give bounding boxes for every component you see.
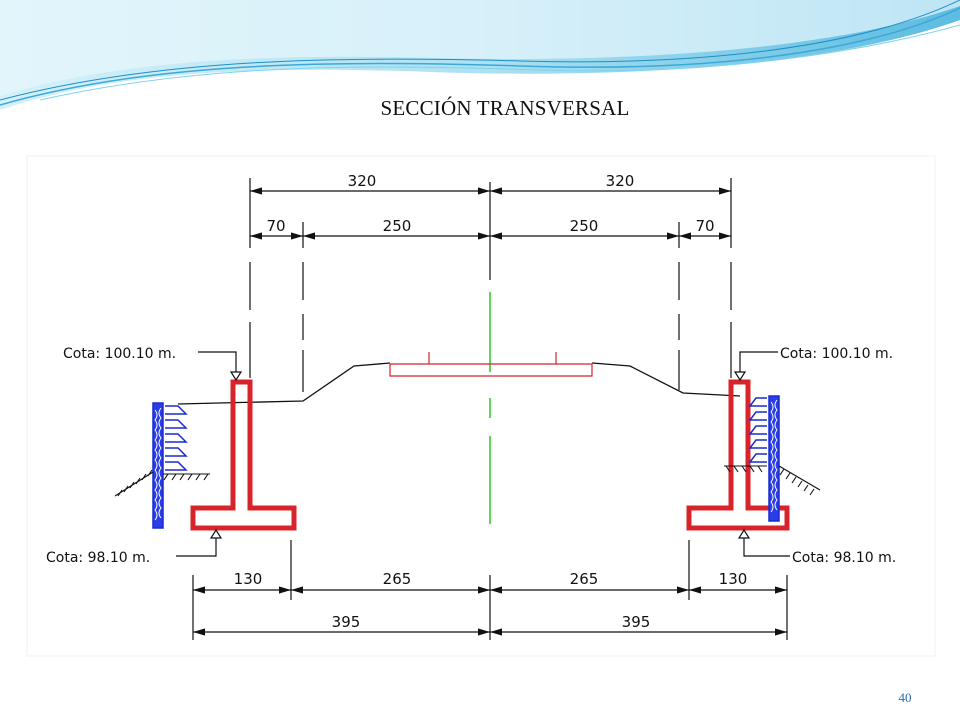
dim-total-right: 395	[622, 613, 651, 631]
dim-bottom-inner-right: 265	[570, 570, 599, 588]
elevation-top-left-marker	[198, 351, 243, 382]
page-number: 40	[898, 690, 912, 705]
dim-top-shoulder-left: 70	[266, 217, 285, 235]
elevation-bottom-left-marker	[176, 528, 223, 557]
left-gabion-steps	[165, 405, 188, 471]
left-retaining-wall	[190, 379, 297, 531]
dim-top-half-left: 320	[348, 172, 377, 190]
elevation-bottom-right-marker	[737, 528, 790, 557]
top-dimensions	[250, 187, 731, 240]
reference-lines	[192, 178, 788, 640]
left-terrain	[114, 469, 210, 497]
right-gabion-steps	[748, 397, 767, 463]
left-gabion	[152, 402, 188, 529]
right-gabion	[748, 395, 780, 522]
elevation-bottom-right: Cota: 98.10 m.	[792, 550, 896, 566]
elevation-top-right-marker	[733, 351, 778, 382]
dim-bottom-toe-right: 130	[719, 570, 748, 588]
dim-top-lane-left: 250	[383, 217, 412, 235]
ground-profile	[177, 362, 741, 405]
dim-top-half-right: 320	[606, 172, 635, 190]
right-terrain	[724, 465, 821, 496]
elevation-top-right: Cota: 100.10 m.	[780, 346, 893, 362]
dim-total-left: 395	[332, 613, 361, 631]
bottom-dimensions	[193, 575, 787, 640]
dim-bottom-toe-left: 130	[234, 570, 263, 588]
top-wave-decoration	[0, 0, 960, 110]
dim-top-shoulder-right: 70	[695, 217, 714, 235]
dim-top-lane-right: 250	[570, 217, 599, 235]
road-pavement	[389, 352, 593, 377]
slide-title: SECCIÓN TRANSVERSAL	[380, 96, 630, 120]
right-retaining-wall	[686, 379, 790, 531]
elevation-bottom-left: Cota: 98.10 m.	[46, 550, 150, 566]
elevation-top-left: Cota: 100.10 m.	[63, 346, 176, 362]
dim-bottom-inner-left: 265	[383, 570, 412, 588]
